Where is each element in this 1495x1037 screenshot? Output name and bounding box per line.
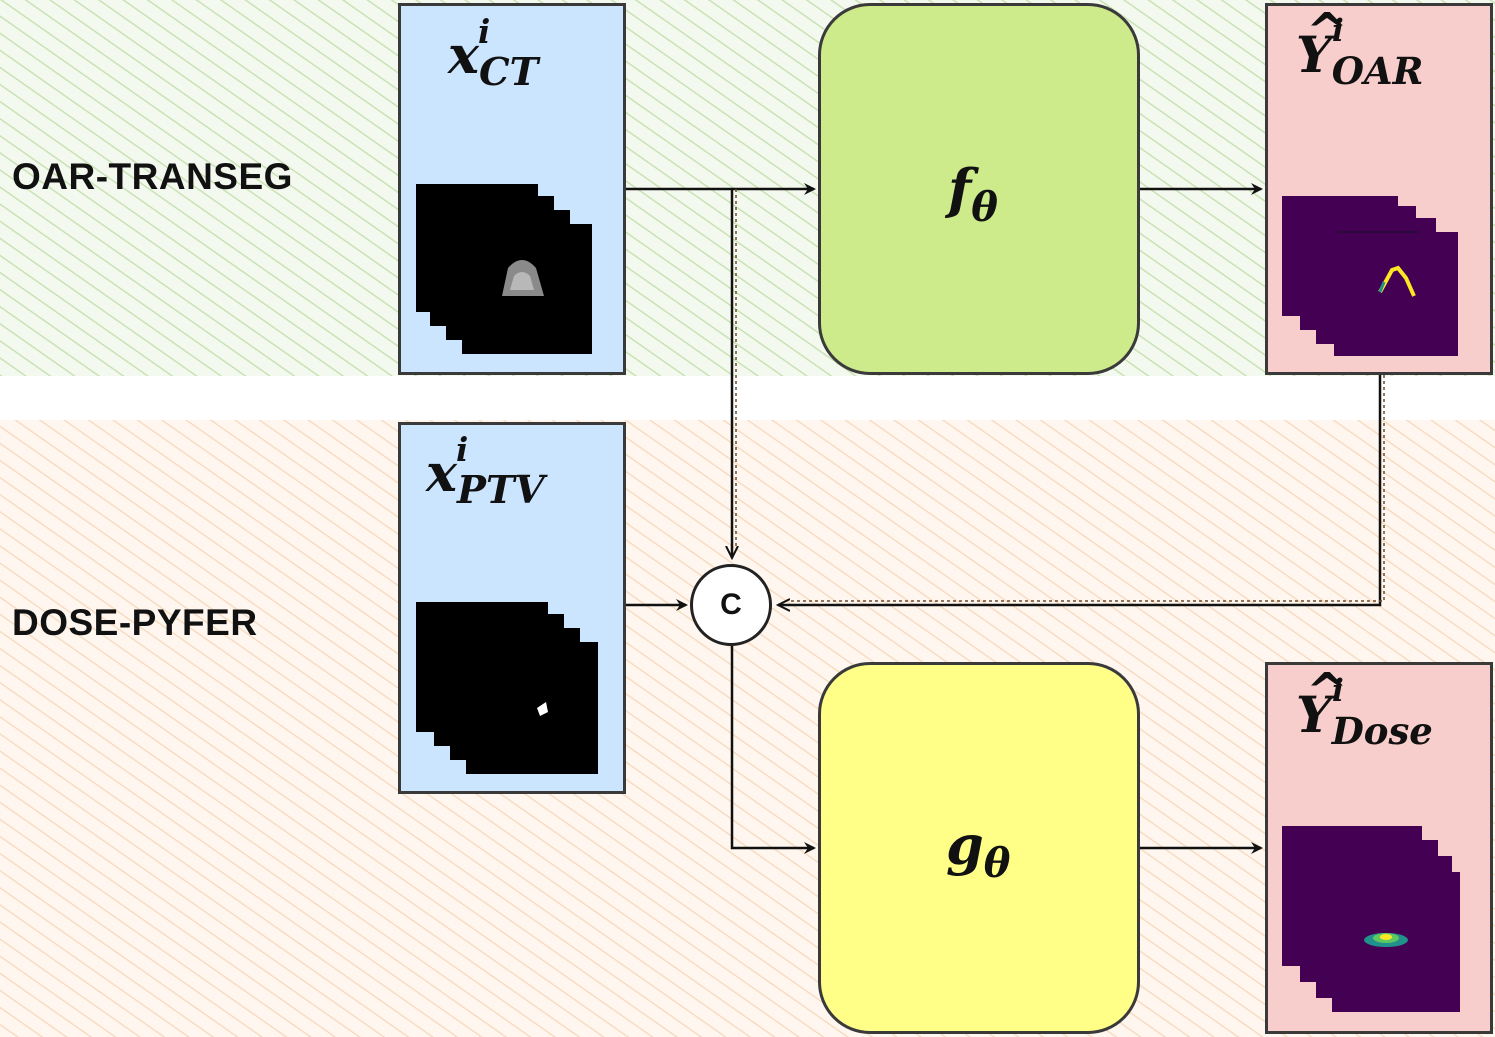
dose-slice-stack	[1282, 826, 1460, 1012]
model-f-theta	[818, 3, 1140, 375]
model-g-theta	[818, 662, 1140, 1034]
edge-concat-to-g	[730, 646, 816, 854]
bottom-band	[0, 420, 1495, 1037]
ptv-target	[537, 702, 548, 716]
concat-node: C	[690, 564, 772, 646]
ct-slice-stack	[416, 184, 592, 354]
ptv-slice-stack	[416, 602, 598, 774]
input-ptv-label: xPTV i	[426, 431, 545, 514]
model-f-label: fθ	[948, 157, 998, 231]
output-oar-label: YOAR ^ i	[1296, 1, 1424, 93]
band-label-oar-transeg: OAR-TRANSEG	[12, 156, 293, 197]
oar-mandible-contour	[1378, 265, 1416, 297]
oar-slice-stack	[1282, 196, 1458, 356]
edge-oar-to-concat	[778, 375, 1382, 605]
model-g-label: gθ	[946, 813, 1011, 887]
output-dose-label: YDose ^ i	[1296, 661, 1433, 753]
connectors	[626, 183, 1385, 854]
edge-oar-to-concat-dotted	[790, 375, 1385, 602]
band-label-dose-pyfer: DOSE-PYFER	[12, 602, 258, 643]
input-ct-label: xCT i	[448, 13, 539, 96]
